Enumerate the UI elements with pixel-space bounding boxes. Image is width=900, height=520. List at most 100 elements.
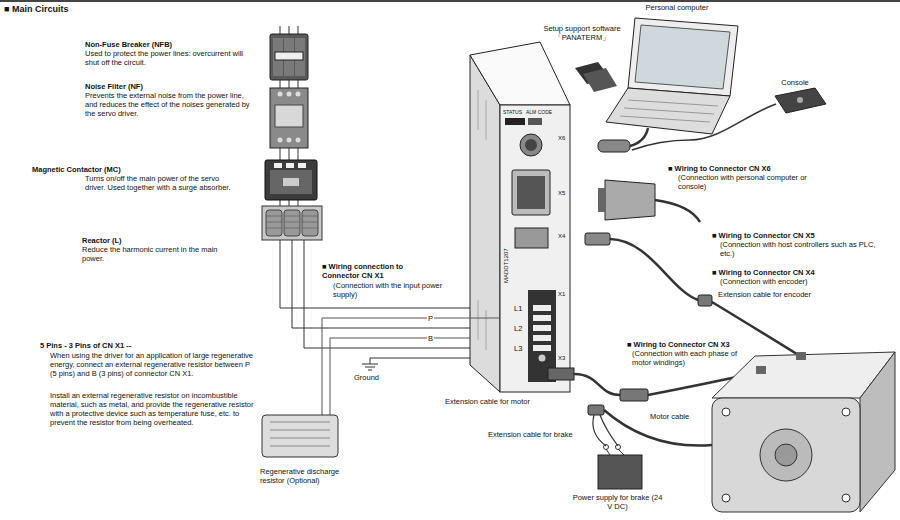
callout-text: Used to protect the power lines: overcur… [85,49,255,67]
terminal [278,138,283,143]
callout-heading: ■ Wiring to Connector CN X6 [668,164,818,173]
coupler [588,405,604,415]
reactor-coil [266,210,282,236]
contactor-body [265,160,317,200]
node-text: ALM CODE [526,109,552,115]
node-text: STATUS [503,109,522,115]
brake-motor-cable [604,410,712,446]
noise-filter [270,88,308,148]
part-label: Extension cable for encoder [718,290,811,299]
connector-x5 [512,170,550,215]
callout-text: Prevents the external noise from the pow… [85,91,255,118]
callout-heading: Reactor (L) [82,236,252,245]
contactor-face [270,170,312,194]
resistor-body [262,415,338,457]
callout-text: Reduce the harmonic current in the main … [82,245,232,263]
wire-connector [322,318,500,405]
terminal [274,163,282,168]
resistor-drawing [262,415,338,457]
note-heading: 5 Pins - 3 Pins of CN X1 -- [40,341,255,350]
driver-side [470,55,500,392]
encoder-extension-cable [610,239,698,300]
laptop-screen [628,18,738,96]
top-rule [0,0,900,2]
node-text: X5 [558,190,565,197]
terminal [287,92,292,97]
reactor-frame [262,206,322,240]
driver-front [500,105,570,392]
callout-text: (Connection with personal computer or co… [678,173,818,191]
terminal [287,138,292,143]
regenerative-resistor: Regenerative discharge resistor (Optiona… [255,405,355,503]
callout-heading: Noise Filter (NF) [85,82,260,91]
part-label: Motor cable [650,412,689,421]
node-text: X3 [558,355,565,362]
driver-top [470,42,570,105]
bolt-hole [722,494,730,502]
node-text: Personal computer [612,3,742,12]
callout-text: (Connection with encoder) [720,277,880,286]
ground-label: Ground [354,373,379,382]
ring-terminal [604,445,609,450]
coil-windings [266,216,318,228]
console-button [797,97,803,103]
terminal-slot [533,325,551,331]
callout-text: Turns on/off the main power of the servo… [85,174,235,192]
vent-slots [478,90,486,350]
note-text: Install an external regenerative resisto… [50,391,255,427]
callout-heading: ■ Wiring connection to Connector CN X1 [322,262,427,280]
motor-boss [760,429,812,481]
connector-x5-core [517,176,545,209]
callout-heading: ■ Wiring to Connector CN X4 [712,268,862,277]
terminal-name: L1 [513,304,523,313]
magnetic-contactor [265,160,317,200]
breaker-body [270,34,308,80]
floppy-disk [583,68,617,92]
terminal-slot [533,335,551,341]
cable-gland [796,352,806,360]
motor-shaft [775,444,797,466]
host-cable [655,200,700,222]
note-text: When using the driver for an application… [50,351,255,378]
bolt-hole [722,408,730,416]
bolt-hole [842,494,850,502]
terminal [296,138,301,143]
motor-flange [712,398,860,512]
connector-x4 [515,228,548,248]
keyboard [620,100,718,122]
coupler [620,389,648,401]
callout-heading: ■ Wiring to Connector CN X3 [627,340,777,349]
callout-text: (Connection with each phase of motor win… [632,349,740,367]
node-text: Regenerative discharge resistor (Optiona… [260,467,352,485]
ground-screw [539,355,546,362]
alarm-display [528,118,542,125]
reactor-coil [302,210,318,236]
motor [712,352,895,512]
terminal-slot [533,345,551,351]
encoder-plug [585,233,610,245]
status-window [505,118,525,125]
ring-terminal [616,445,621,450]
motor-side [860,352,895,512]
brake-extension-cable [593,415,618,446]
terminal-slot [533,315,551,321]
connector-x6 [520,134,542,156]
terminal-name: L2 [513,324,523,333]
terminal-name: P [427,314,434,323]
personal-computer: Personal computer [612,2,744,138]
brake-leads [606,449,624,455]
terminal-slot [533,305,551,311]
coupler [698,295,712,306]
laptop-display [635,25,730,89]
terminal [298,163,306,168]
console-device [775,88,826,113]
callout-heading: ■ Wiring to Connector CN X5 [712,231,862,240]
laptop-base [606,88,730,134]
node-text: X4 [558,233,565,240]
servo-driver-drawing [470,42,574,392]
cable-gland [756,366,766,374]
contactor-button [283,178,299,186]
x6-plug [598,140,630,152]
callout-heading: Non-Fuse Breaker (NFB) [85,40,260,49]
